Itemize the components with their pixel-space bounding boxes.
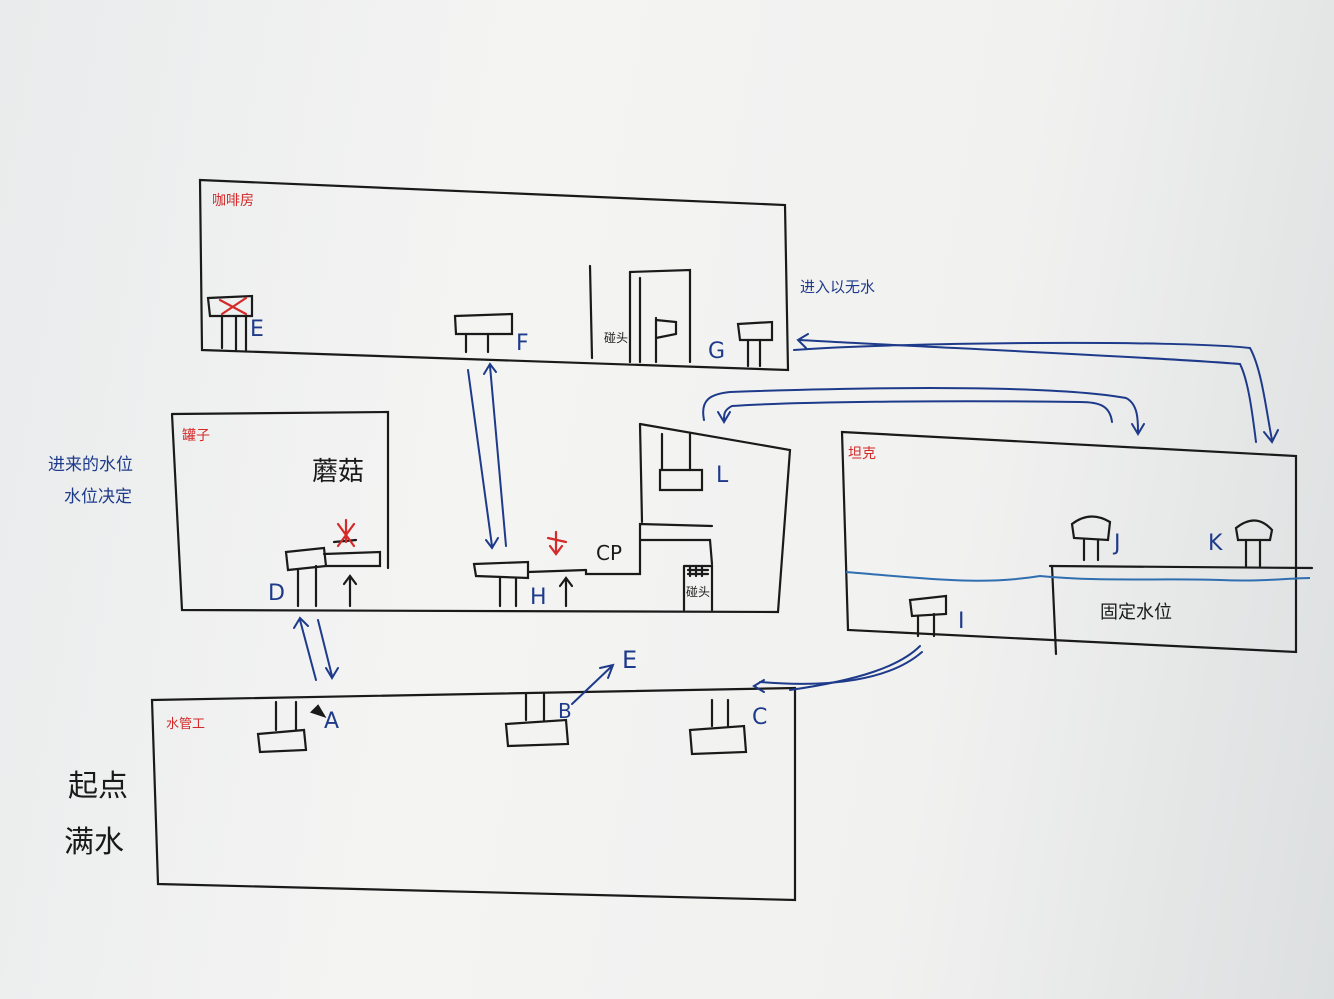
note-mushroom: 蘑菇 [312,457,364,487]
label-a: A [324,709,339,734]
label-j: J [1112,531,1121,556]
note-stone-1: 碰头 [604,331,628,345]
label-e-top: E [250,317,264,342]
label-b: B [558,699,572,723]
room-coffee [198,178,790,372]
note-entry-water-1: 进来的水位 [48,455,133,475]
room-plumber [150,686,797,902]
note-full-water: 满水 [64,825,124,860]
label-c: C [752,705,767,730]
room-title-jar: 罐子 [182,428,210,444]
note-enter-no-water: 进入以无水 [800,278,875,296]
label-d: D [268,581,285,606]
label-h: H [530,585,547,610]
room-title-plumber: 水管工 [166,717,205,732]
label-f: F [516,331,529,356]
note-stone-2: 碰头 [686,585,710,599]
label-cp: CP [596,541,622,565]
note-entry-water-2: 水位决定 [64,487,132,507]
water-line [845,571,1311,582]
label-e-arrow: E [622,646,637,674]
connections [293,333,1279,705]
label-l: L [716,463,729,488]
room-title-tank: 坦克 [848,446,876,462]
room-title-coffee: 咖啡房 [212,193,254,209]
room-tank [840,430,1314,656]
label-i: I [958,609,965,634]
room-jar [170,410,792,614]
label-g: G [708,339,725,364]
note-start: 起点 [68,769,128,804]
note-fixed-level: 固定水位 [1100,602,1172,623]
label-k: K [1208,531,1223,556]
